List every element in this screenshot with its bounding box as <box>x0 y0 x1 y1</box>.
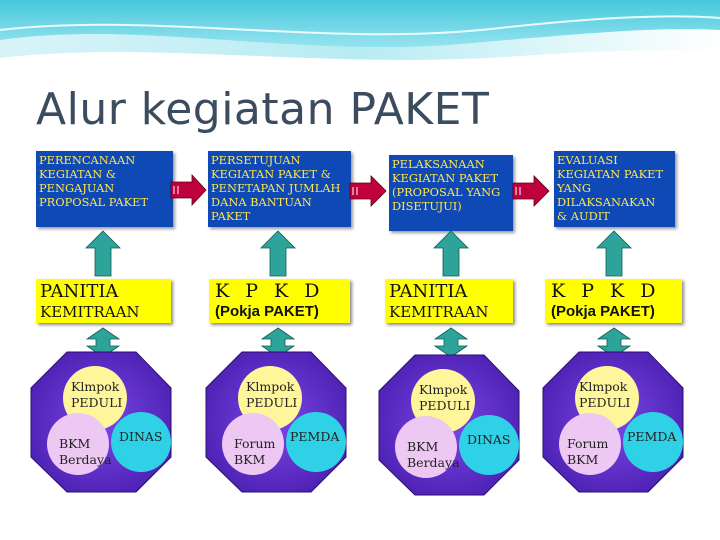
cluster-top-label-2: PEDULI <box>246 395 297 410</box>
cluster-left-label-2: Berdaya <box>407 455 460 470</box>
cluster-top-label-1: Klmpok <box>71 379 120 394</box>
cluster-left-label-1: Forum <box>234 436 276 451</box>
cluster-left-label-2: BKM <box>567 452 599 467</box>
cluster-octagon: Klmpok PEDULI DINAS BKM Berdaya <box>379 355 519 495</box>
cluster-top-label-2: PEDULI <box>71 395 122 410</box>
cluster-top-label-2: PEDULI <box>579 395 630 410</box>
cluster-right-label: DINAS <box>119 429 163 444</box>
cluster-top-label-1: Klmpok <box>419 382 468 397</box>
cluster-left-label-1: BKM <box>407 439 439 454</box>
cluster-left-label-2: BKM <box>234 452 266 467</box>
cluster-left-label-1: Forum <box>567 436 609 451</box>
cluster-octagon: Klmpok PEDULI PEMDA Forum BKM <box>206 352 346 492</box>
cluster-left-label-1: BKM <box>59 436 91 451</box>
cluster-top-label-2: PEDULI <box>419 398 470 413</box>
cluster-left-label-2: Berdaya <box>59 452 112 467</box>
cluster-right-label: PEMDA <box>290 429 340 444</box>
cluster-right-label: DINAS <box>467 432 511 447</box>
cluster-octagon: Klmpok PEDULI PEMDA Forum BKM <box>543 352 683 492</box>
cluster-right-label: PEMDA <box>627 429 677 444</box>
cluster-top-label-1: Klmpok <box>246 379 295 394</box>
cluster-octagon: Klmpok PEDULI DINAS BKM Berdaya <box>31 352 171 492</box>
cluster-top-label-1: Klmpok <box>579 379 628 394</box>
